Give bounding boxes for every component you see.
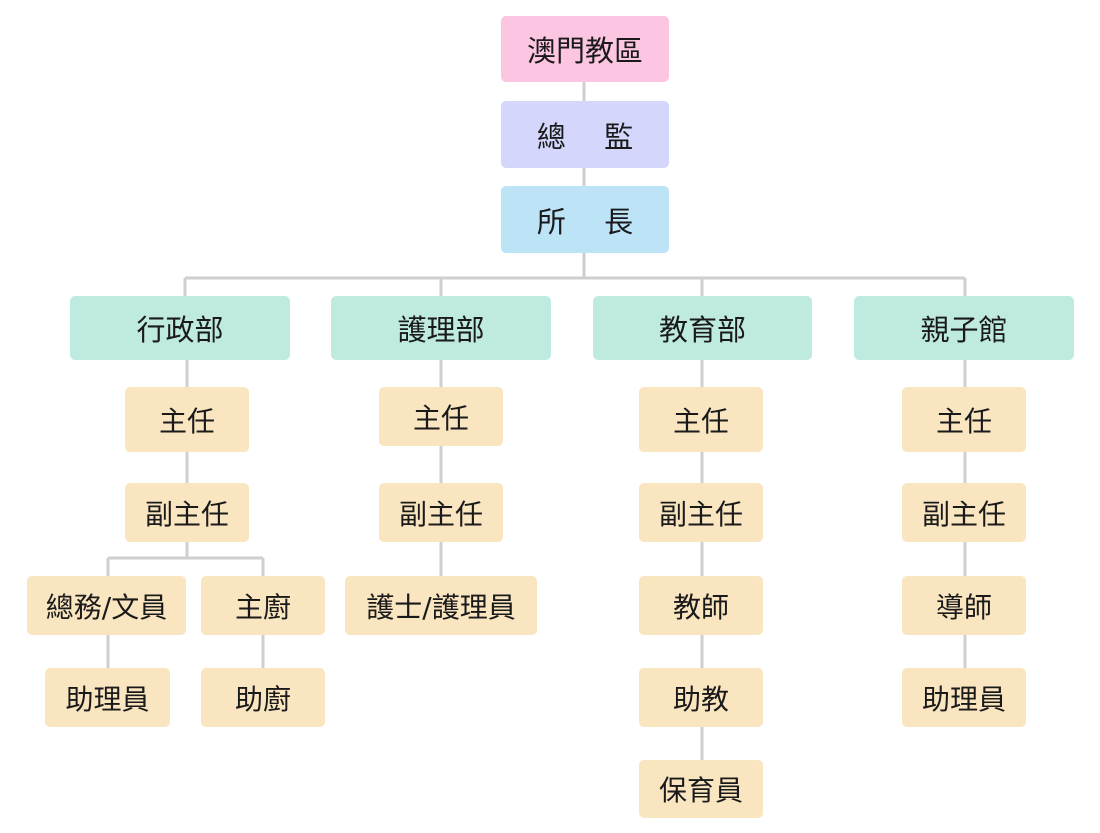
org-node: 澳門教區	[501, 16, 669, 82]
education-teacher: 教師	[639, 576, 763, 635]
dept-education: 教育部	[593, 296, 812, 360]
admin-clerk: 總務/文員	[27, 576, 186, 635]
dept-parent-child: 親子館	[854, 296, 1074, 360]
admin-assistant-chef: 助廚	[201, 668, 325, 727]
parent-child-assistant: 助理員	[902, 668, 1026, 727]
education-director: 主任	[639, 387, 763, 452]
dept-admin: 行政部	[70, 296, 290, 360]
dept-nursing: 護理部	[331, 296, 551, 360]
head-node: 所 長	[501, 186, 669, 253]
education-deputy-director: 副主任	[639, 483, 763, 542]
admin-assistant: 助理員	[45, 668, 170, 727]
nursing-deputy-director: 副主任	[379, 483, 503, 542]
education-caregiver: 保育員	[639, 760, 763, 818]
parent-child-deputy-director: 副主任	[902, 483, 1026, 542]
admin-deputy-director: 副主任	[125, 483, 249, 542]
nursing-director: 主任	[379, 387, 503, 446]
education-teaching-assistant: 助教	[639, 668, 763, 727]
admin-director: 主任	[125, 387, 249, 452]
parent-child-instructor: 導師	[902, 576, 1026, 635]
director-node: 總 監	[501, 101, 669, 168]
parent-child-director: 主任	[902, 387, 1026, 452]
admin-head-chef: 主廚	[201, 576, 325, 635]
nursing-nurse: 護士/護理員	[345, 576, 537, 635]
